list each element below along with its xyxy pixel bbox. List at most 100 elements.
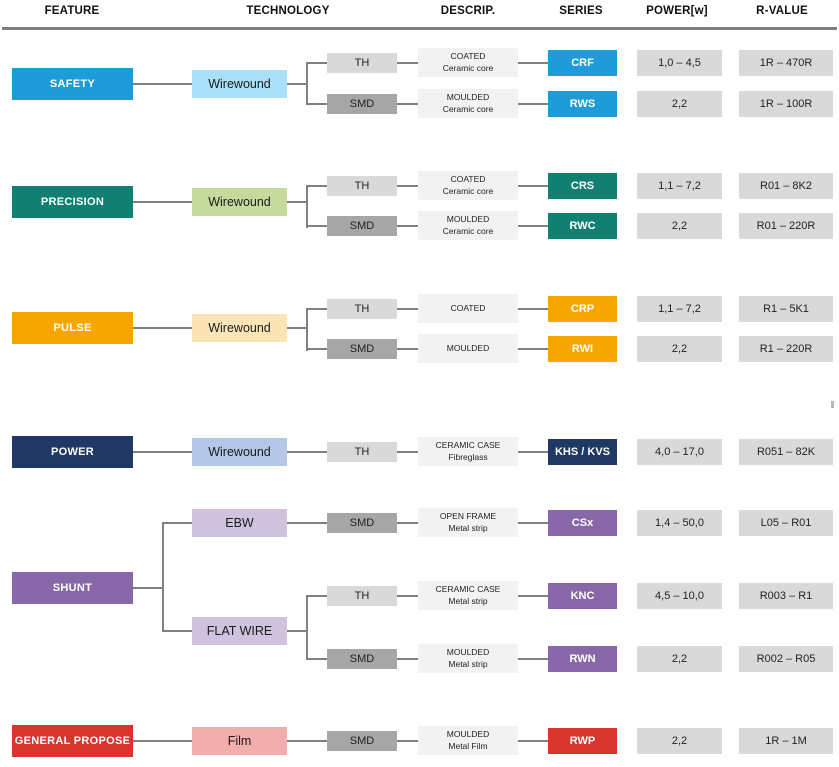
connector-line [306, 308, 308, 351]
rvalue-box: R01 – 220R [739, 213, 833, 239]
column-header-rvalue: R-VALUE [756, 5, 808, 17]
connector-line [162, 522, 164, 632]
connector-line [518, 62, 548, 64]
connector-line [518, 522, 548, 524]
description-line1: CERAMIC CASE [435, 440, 501, 451]
connector-line [307, 348, 327, 350]
series-box-rwc: RWC [548, 213, 617, 239]
description-box: MOULDED [418, 334, 518, 363]
rvalue-box: L05 – R01 [739, 510, 833, 536]
series-box-rwi: RWI [548, 336, 617, 362]
description-line1: COATED [450, 302, 486, 313]
description-line1: COATED [450, 51, 486, 62]
stray-mark [831, 401, 834, 408]
tech-box-wirewound: Wirewound [192, 438, 287, 466]
description-line2: Metal strip [448, 658, 488, 669]
description-line1: OPEN FRAME [439, 511, 497, 522]
connector-line [133, 201, 192, 203]
power-box: 4,5 – 10,0 [637, 583, 722, 609]
rvalue-box: 1R – 1M [739, 728, 833, 754]
column-header-series: SERIES [559, 5, 603, 17]
description-line2: Ceramic core [442, 103, 494, 114]
series-box-rwn: RWN [548, 646, 617, 672]
connector-line [133, 740, 192, 742]
description-line1: CERAMIC CASE [435, 584, 501, 595]
description-box: COATED Ceramic core [418, 171, 518, 200]
mount-box-th: TH [327, 586, 397, 606]
connector-line [518, 103, 548, 105]
connector-line [133, 327, 192, 329]
column-header-technology: TECHNOLOGY [246, 5, 330, 17]
connector-line [306, 595, 308, 660]
connector-line [307, 658, 327, 660]
connector-line [397, 308, 418, 310]
power-box: 4,0 – 17,0 [637, 439, 722, 465]
rvalue-box: 1R – 100R [739, 91, 833, 117]
connector-line [307, 308, 327, 310]
rvalue-box: R002 – R05 [739, 646, 833, 672]
connector-line [287, 83, 307, 85]
column-header-descrip: DESCRIP. [440, 5, 496, 17]
feature-box-precision: PRECISION [12, 186, 133, 218]
power-box: 1,1 – 7,2 [637, 296, 722, 322]
power-box: 1,4 – 50,0 [637, 510, 722, 536]
description-line1: MOULDED [446, 92, 490, 103]
connector-line [307, 595, 327, 597]
connector-line [518, 185, 548, 187]
connector-line [518, 308, 548, 310]
power-box: 2,2 [637, 646, 722, 672]
description-line2: Metal strip [448, 595, 488, 606]
series-box-rws: RWS [548, 91, 617, 117]
description-box: COATED Ceramic core [418, 48, 518, 77]
description-box: CERAMIC CASE Metal strip [418, 581, 518, 610]
connector-line [397, 62, 418, 64]
description-line2: Metal Film [448, 740, 488, 751]
description-line2: Ceramic core [442, 62, 494, 73]
mount-box-th: TH [327, 442, 397, 462]
connector-line [307, 103, 327, 105]
connector-line [133, 83, 192, 85]
description-line2: Ceramic core [442, 225, 494, 236]
series-box-crf: CRF [548, 50, 617, 76]
description-box: OPEN FRAME Metal strip [418, 508, 518, 537]
description-line2: Ceramic core [442, 185, 494, 196]
rvalue-box: R051 – 82K [739, 439, 833, 465]
description-line1: MOULDED [446, 729, 490, 740]
power-box: 1,0 – 4,5 [637, 50, 722, 76]
connector-line [287, 740, 327, 742]
description-box: MOULDED Metal strip [418, 644, 518, 673]
rvalue-box: R1 – 220R [739, 336, 833, 362]
connector-line [397, 658, 418, 660]
feature-box-general-propose: GENERAL PROPOSE [12, 725, 133, 757]
tech-box-ebw: EBW [192, 509, 287, 537]
connector-line [133, 587, 163, 589]
series-box-crp: CRP [548, 296, 617, 322]
description-box: MOULDED Ceramic core [418, 211, 518, 240]
column-header-power: POWER[w] [646, 5, 708, 17]
power-box: 2,2 [637, 728, 722, 754]
feature-box-shunt: SHUNT [12, 572, 133, 604]
connector-line [306, 185, 308, 228]
power-box: 2,2 [637, 91, 722, 117]
connector-line [287, 327, 307, 329]
connector-line [307, 185, 327, 187]
mount-box-smd: SMD [327, 513, 397, 533]
series-box-crs: CRS [548, 173, 617, 199]
mount-box-smd: SMD [327, 339, 397, 359]
description-box: CERAMIC CASE Fibreglass [418, 437, 518, 466]
connector-line [397, 348, 418, 350]
mount-box-smd: SMD [327, 649, 397, 669]
connector-line [163, 522, 192, 524]
connector-line [518, 225, 548, 227]
rvalue-box: R003 – R1 [739, 583, 833, 609]
description-line1: COATED [450, 174, 486, 185]
column-header-feature: FEATURE [44, 5, 100, 17]
connector-line [397, 103, 418, 105]
series-box-csx: CSx [548, 510, 617, 536]
mount-box-th: TH [327, 176, 397, 196]
description-line1: MOULDED [446, 214, 490, 225]
connector-line [518, 595, 548, 597]
tech-box-wirewound: Wirewound [192, 70, 287, 98]
connector-line [397, 740, 418, 742]
